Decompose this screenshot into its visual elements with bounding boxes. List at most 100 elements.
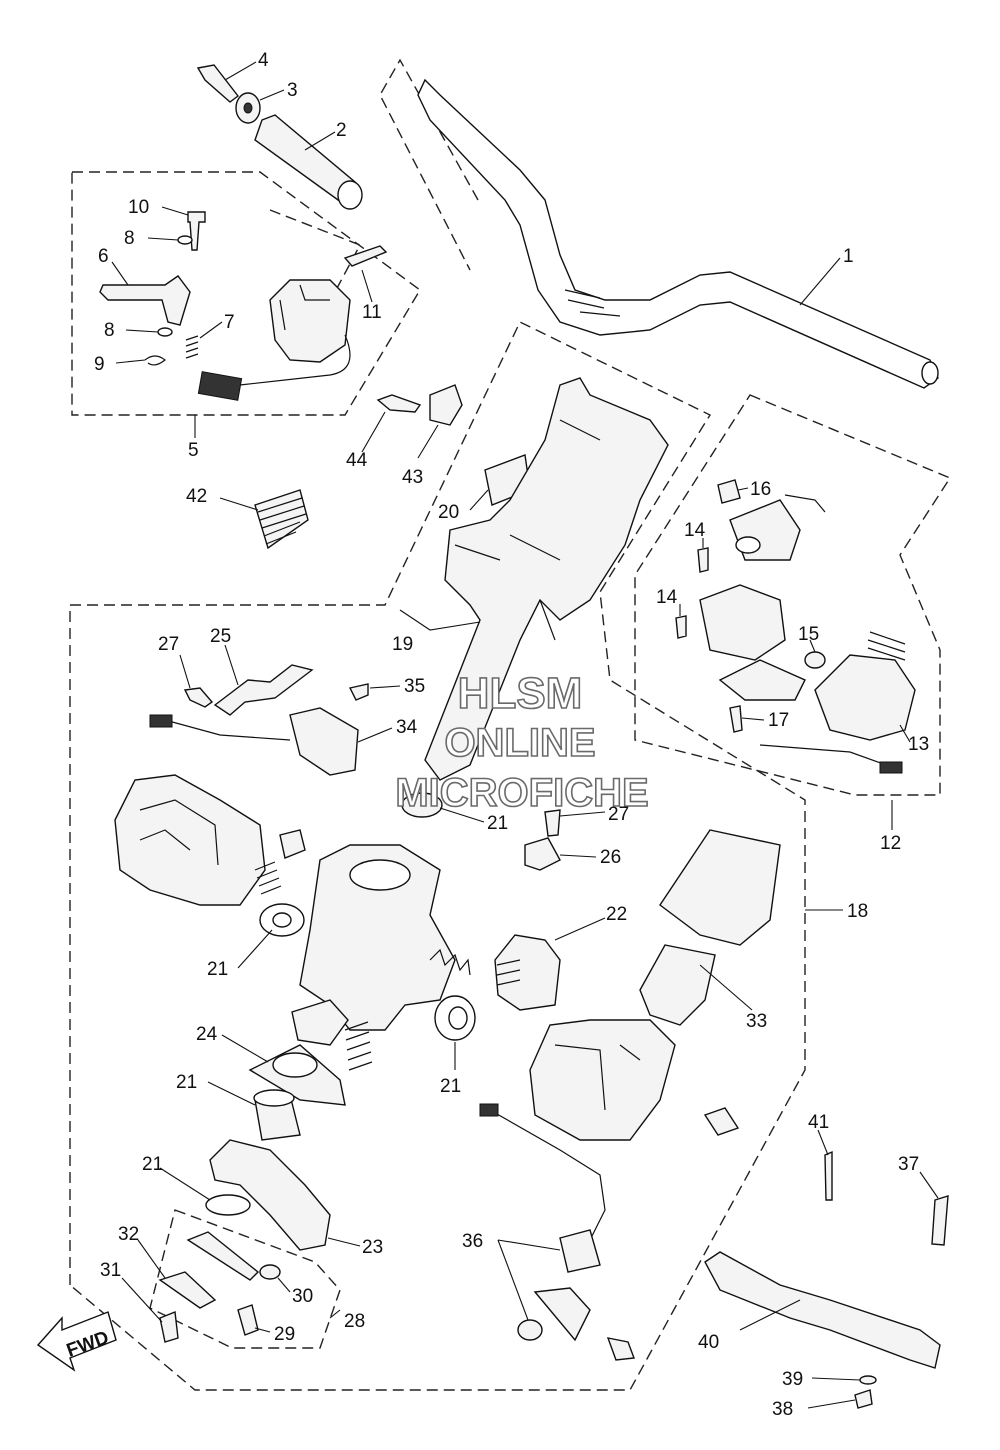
callout-2: 2 [336, 120, 347, 141]
callouts: 1 2 3 4 5 6 7 8 8 9 10 11 12 13 14 14 15… [94, 50, 929, 1420]
callout-5: 5 [188, 440, 199, 461]
callout-36: 36 [462, 1231, 483, 1252]
callout-25: 25 [210, 626, 231, 647]
leader-33 [699, 964, 753, 1011]
callout-21b: 21 [207, 959, 228, 980]
callout-15: 15 [798, 624, 819, 645]
switch-34-wire [164, 719, 291, 741]
steering-column [424, 377, 669, 781]
leader-22 [554, 917, 606, 941]
central-housing [299, 844, 456, 1031]
spring-13 [867, 631, 906, 661]
callout-21e: 21 [142, 1154, 163, 1175]
leader-21d [207, 1081, 256, 1106]
clip-26 [524, 837, 561, 871]
switch-34 [289, 707, 359, 776]
leader-32 [137, 1239, 166, 1279]
wire-36 [489, 1109, 606, 1241]
callout-30: 30 [292, 1286, 313, 1307]
wire-12b [784, 494, 826, 513]
callout-3: 3 [287, 80, 298, 101]
callout-13: 13 [908, 734, 929, 755]
callout-34: 34 [396, 717, 418, 738]
callout-20: 20 [438, 502, 459, 523]
screw-27-right [544, 809, 561, 837]
callout-21d: 21 [176, 1072, 197, 1093]
right-housing-bolt [703, 1107, 740, 1136]
watermark-line-2: ONLINE [444, 721, 595, 765]
callout-27b: 27 [608, 804, 629, 825]
lever-bracket [269, 279, 351, 363]
callout-11: 11 [362, 302, 382, 323]
screw-37 [931, 1195, 949, 1246]
leader-36 [497, 1239, 561, 1321]
callout-4: 4 [258, 50, 269, 71]
callout-42: 42 [186, 486, 207, 507]
group-18-outline [69, 321, 806, 1391]
housing-clip [279, 829, 306, 859]
bushing-left-hole [272, 912, 292, 928]
washer-lower [157, 327, 173, 337]
callout-39: 39 [782, 1369, 803, 1390]
callout-10: 10 [128, 197, 149, 218]
connector-12 [879, 761, 903, 774]
callout-32: 32 [118, 1224, 139, 1245]
rivet-41 [824, 1150, 833, 1201]
knob-36 [517, 1319, 543, 1341]
callout-8a: 8 [124, 228, 135, 249]
callout-31: 31 [100, 1260, 121, 1281]
grip-end [337, 180, 363, 210]
leader-11 [361, 269, 373, 303]
leader-40 [739, 1299, 801, 1331]
leader-28 [329, 1309, 341, 1319]
leader-25 [224, 644, 239, 686]
callout-38: 38 [772, 1399, 793, 1420]
screw-27-left [183, 687, 214, 708]
switch-22-fins [496, 959, 521, 986]
callout-21c: 21 [440, 1076, 461, 1097]
group-5-outline [71, 171, 421, 416]
leader-13 [899, 724, 911, 743]
leader-34 [357, 727, 393, 743]
handlebar-knurl [564, 289, 621, 317]
callout-9: 9 [94, 354, 105, 375]
screw-17 [729, 705, 743, 733]
callout-1: 1 [843, 246, 854, 267]
plate-40 [704, 1251, 941, 1369]
leader-lines [111, 61, 939, 1409]
callout-12: 12 [880, 833, 901, 854]
cap-16 [717, 479, 741, 504]
leader-29 [254, 1327, 271, 1333]
bolt-29 [237, 1304, 259, 1336]
wire-12 [759, 744, 901, 771]
leader-37 [919, 1171, 939, 1199]
central-housing-teeth [429, 948, 471, 976]
lever-connector [197, 371, 243, 401]
callout-37: 37 [898, 1154, 919, 1175]
right-housing-detail [554, 1044, 641, 1111]
handlebar-end [921, 361, 939, 385]
callout-17: 17 [768, 710, 789, 731]
lever-wire [239, 334, 351, 386]
watermark-line-3: MICROFICHE [395, 771, 648, 815]
leader-44 [361, 411, 386, 453]
washer-39 [859, 1375, 877, 1385]
leader-23 [327, 1237, 361, 1247]
bushing-center-hole [448, 1006, 468, 1030]
central-housing-bore [349, 859, 411, 891]
nut-38 [854, 1389, 873, 1409]
leader-3 [259, 89, 285, 101]
bolt-31 [159, 1311, 179, 1343]
switch-34-connector [149, 714, 173, 728]
leader-24 [221, 1034, 269, 1063]
cover-13 [814, 654, 916, 741]
fwd-arrow-shape [36, 1311, 117, 1372]
left-housing [114, 774, 266, 906]
end-weight-screw [196, 64, 239, 103]
callout-28: 28 [344, 1311, 365, 1332]
leader-27b [559, 811, 606, 817]
callout-18: 18 [847, 901, 868, 922]
leader-27a [179, 654, 191, 689]
lower-bracket-23 [209, 1139, 331, 1251]
